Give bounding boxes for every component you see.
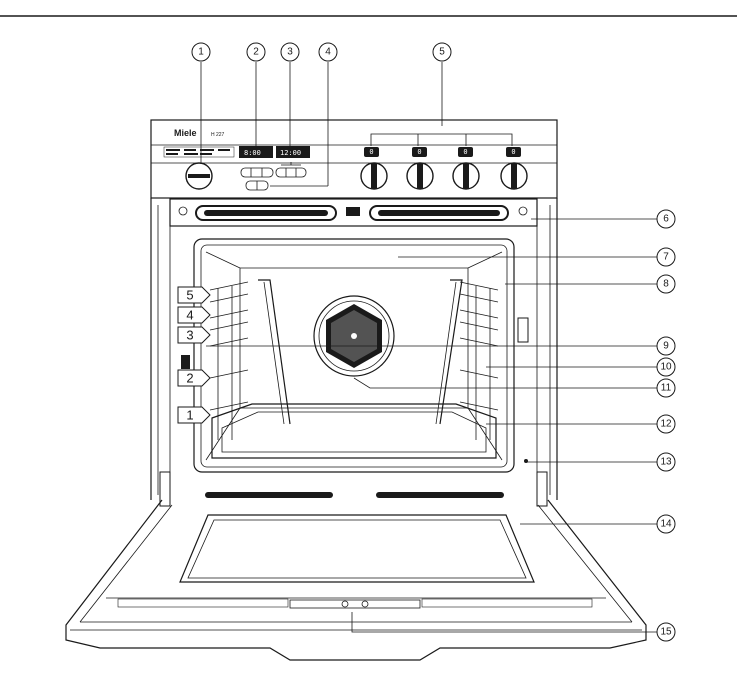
hob-knob-2: 0	[406, 147, 434, 190]
svg-text:0: 0	[463, 148, 467, 156]
shelf-level-1: 1	[177, 406, 211, 424]
shelf-runners-right	[459, 281, 499, 440]
callout-11: 11	[656, 378, 676, 398]
svg-text:6: 6	[663, 214, 669, 225]
svg-text:1: 1	[186, 408, 193, 423]
svg-text:0: 0	[417, 148, 421, 156]
temperature-display-text: 8:00	[244, 149, 261, 157]
svg-text:12: 12	[660, 419, 672, 430]
hob-knob-1: 0	[360, 147, 388, 190]
shelf-level-5: 5	[177, 286, 211, 304]
callout-6: 6	[656, 209, 676, 229]
shelf-runners-left	[209, 281, 249, 440]
callout-9: 9	[656, 336, 676, 356]
svg-text:8: 8	[663, 279, 669, 290]
function-label-strip	[163, 146, 235, 158]
svg-text:5: 5	[439, 47, 445, 58]
callout-4: 4	[318, 42, 338, 62]
callouts: 1 2 3 4 5 6 7 8	[191, 42, 676, 642]
svg-text:15: 15	[660, 627, 672, 638]
vent-slot-left	[195, 205, 337, 221]
callout-12: 12	[656, 414, 676, 434]
shelf-level-4: 4	[177, 306, 211, 324]
callout-8: 8	[656, 274, 676, 294]
svg-text:3: 3	[186, 328, 193, 343]
oven-door	[65, 471, 647, 661]
model-label: H 227	[211, 132, 225, 138]
svg-text:13: 13	[660, 457, 672, 468]
svg-text:3: 3	[287, 47, 293, 58]
oven-body	[150, 198, 558, 500]
callout-3: 3	[280, 42, 300, 62]
svg-text:0: 0	[369, 148, 373, 156]
hob-knob-3: 0	[452, 147, 480, 190]
hob-knob-4: 0	[500, 147, 528, 190]
callout-2: 2	[246, 42, 266, 62]
function-selector-knob	[185, 162, 213, 190]
svg-text:2: 2	[253, 47, 259, 58]
svg-text:2: 2	[186, 371, 193, 386]
baking-tray	[211, 403, 497, 459]
shelf-level-3: 3	[177, 326, 211, 344]
door-glass	[179, 514, 535, 583]
svg-text:14: 14	[660, 519, 672, 530]
leader-lines	[200, 62, 657, 633]
callout-13: 13	[656, 452, 676, 472]
callout-5: 5	[432, 42, 452, 62]
svg-text:7: 7	[663, 252, 669, 263]
svg-text:11: 11	[661, 383, 672, 394]
temperature-display: 8:00	[239, 146, 273, 158]
callout-10: 10	[656, 357, 676, 377]
clock-display-text: 12:00	[280, 149, 301, 157]
svg-text:4: 4	[186, 308, 193, 323]
svg-text:9: 9	[663, 341, 669, 352]
callout-15: 15	[656, 622, 676, 642]
control-panel: Miele H 227 8:00 12:00	[150, 119, 558, 199]
shelf-level-markers: 5 4 3 2 1	[177, 286, 211, 424]
callout-14: 14	[656, 514, 676, 534]
shelf-level-2: 2	[177, 369, 211, 387]
callout-7: 7	[656, 247, 676, 267]
svg-text:1: 1	[198, 47, 204, 58]
svg-text:0: 0	[511, 148, 515, 156]
fan-cover	[313, 295, 395, 377]
svg-text:4: 4	[325, 47, 331, 58]
svg-text:10: 10	[660, 362, 672, 373]
timer-buttons	[240, 162, 307, 191]
vent-slot-right	[369, 205, 509, 221]
clock-display: 12:00	[276, 146, 310, 158]
callout-1: 1	[191, 42, 211, 62]
svg-text:5: 5	[186, 288, 193, 303]
brand-logo: Miele	[174, 128, 197, 138]
